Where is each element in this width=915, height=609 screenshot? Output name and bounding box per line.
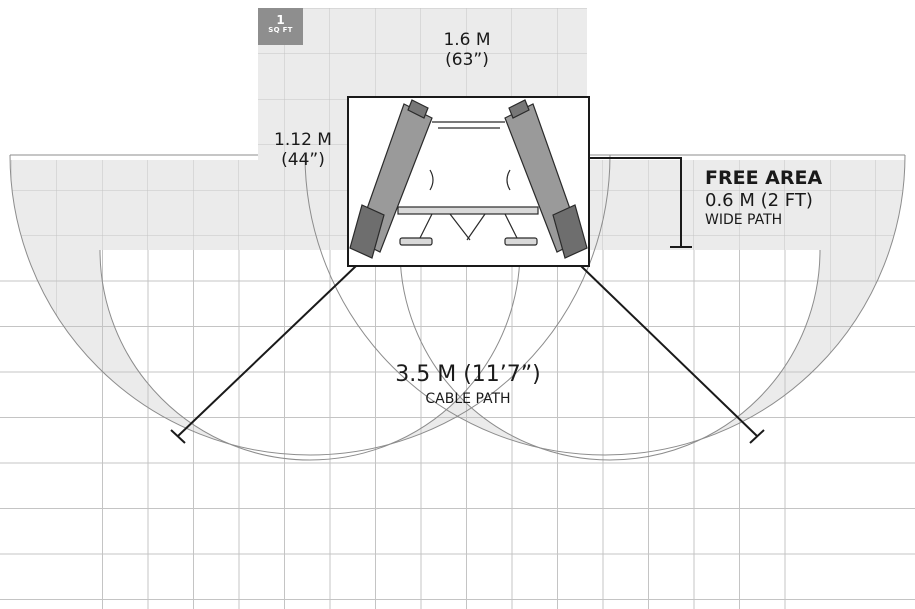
cable-path-label: 3.5 M (11’7”) CABLE PATH [368, 362, 568, 408]
scale-badge: 1 SQ FT [258, 8, 303, 45]
cable-path-value: 3.5 M (11’7”) [395, 362, 541, 387]
scale-number: 1 [276, 13, 285, 27]
depth-metric: 1.12 M [274, 130, 332, 150]
width-imperial: (63”) [445, 50, 489, 71]
depth-dimension-label: 1.12 M (44”) [262, 130, 344, 171]
width-metric: 1.6 M [443, 30, 491, 50]
free-area-value: 0.6 M (2 FT) [705, 189, 813, 211]
free-area-label: FREE AREA 0.6 M (2 FT) WIDE PATH [705, 167, 822, 229]
free-area-title: FREE AREA [705, 167, 823, 189]
width-dimension-label: 1.6 M (63”) [407, 30, 527, 71]
machine-illustration [349, 99, 588, 259]
sweep-outlines [9, 154, 906, 461]
cable-path-lines [170, 265, 765, 444]
free-area-note: WIDE PATH [705, 212, 783, 229]
depth-imperial: (44”) [281, 150, 325, 171]
scale-unit: SQ FT [268, 26, 293, 34]
free-area-bracket [589, 157, 692, 248]
cable-path-note: CABLE PATH [425, 391, 511, 408]
inner-grid-lines [0, 250, 915, 609]
